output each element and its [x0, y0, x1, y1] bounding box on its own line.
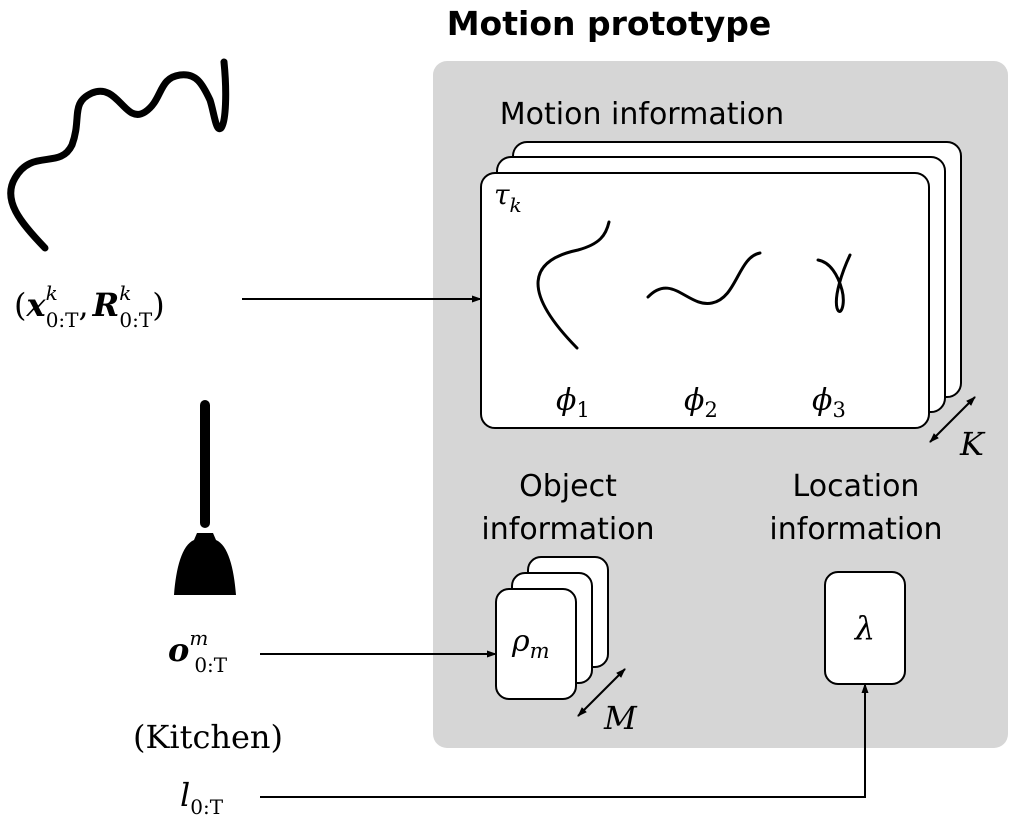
trajectory-icon [7, 58, 230, 252]
location-information-heading-line2: information [769, 512, 942, 547]
object-card-front [495, 588, 577, 700]
motion-stack-count-label: K [959, 425, 986, 463]
location-input-arrow [260, 683, 869, 798]
object-information-heading-line2: information [481, 512, 654, 547]
lambda-label: λ [853, 609, 875, 647]
object-stack-count-label: M [603, 699, 638, 737]
motion-card-stack [480, 141, 962, 429]
rho-m-label: ρm [511, 624, 550, 663]
primitive-label-2: ϕ2 [684, 383, 718, 422]
primitive-label-1: ϕ1 [556, 383, 590, 422]
primitive-curve-3 [816, 253, 852, 314]
object-information-heading-line1: Object [519, 469, 617, 504]
motion-card-front [480, 172, 930, 429]
mop-icon [174, 400, 236, 595]
location-input-label: l0:T [180, 776, 224, 819]
tau-k-label: τk [494, 178, 522, 217]
location-information-heading-line1: Location [793, 469, 920, 504]
diagram-title: Motion prototype [447, 4, 772, 43]
motion-stack-arrow [929, 396, 976, 443]
object-stack-arrow [577, 668, 626, 717]
object-card-stack [495, 556, 609, 700]
location-example-label: (Kitchen) [133, 718, 283, 756]
primitive-curve-2 [646, 251, 762, 305]
primitive-label-3: ϕ3 [812, 383, 846, 422]
primitive-curve-1 [536, 220, 611, 350]
motion-information-heading: Motion information [500, 97, 784, 132]
